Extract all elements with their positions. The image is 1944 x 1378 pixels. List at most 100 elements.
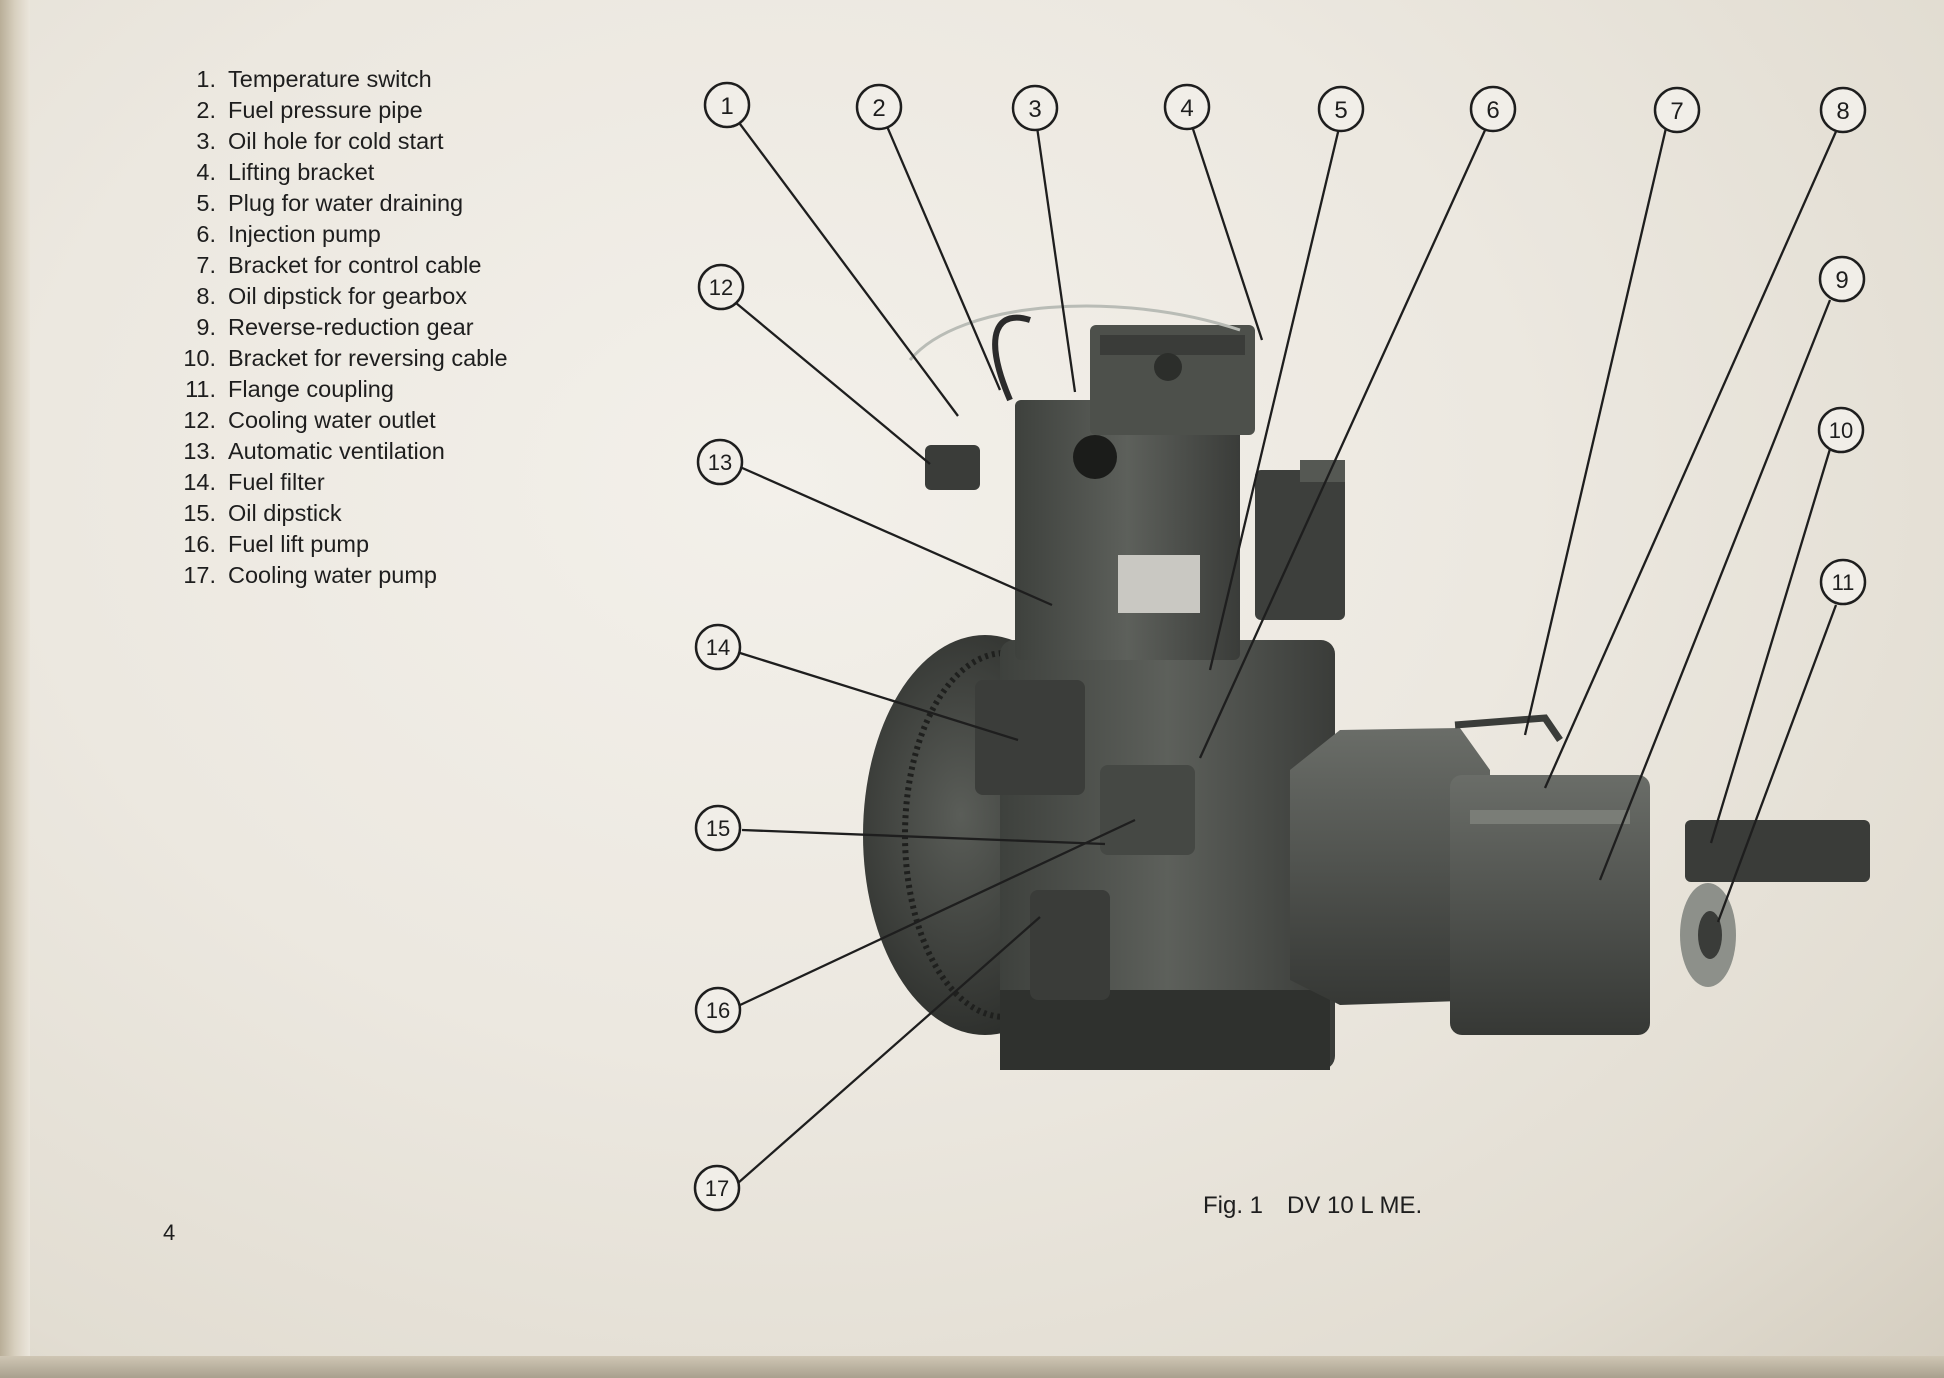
leader-line	[884, 123, 1002, 391]
legend-label: Oil hole for cold start	[228, 128, 444, 154]
legend-label: Cooling water pump	[228, 562, 437, 588]
fuel-lift-pump-body	[1100, 765, 1195, 855]
legend-number: 6.	[196, 221, 216, 247]
callout-3: 3	[1011, 84, 1059, 132]
callout-9: 9	[1818, 255, 1866, 303]
callout-10: 10	[1817, 406, 1865, 454]
callout-number: 3	[1028, 96, 1041, 123]
callout-number: 12	[709, 275, 733, 300]
legend-label: Automatic ventilation	[228, 438, 445, 464]
fuel-filter-body	[975, 680, 1085, 795]
callout-number: 1	[720, 93, 733, 120]
page-number: 4	[163, 1220, 176, 1245]
injection-pump-body	[1255, 470, 1345, 620]
legend-number: 13.	[183, 438, 216, 464]
leader-line	[1598, 299, 1832, 881]
legend-label: Temperature switch	[228, 66, 432, 92]
legend-number: 4.	[196, 159, 216, 185]
reverse-gear-housing	[1450, 775, 1650, 1035]
callout-15: 15	[694, 804, 742, 852]
legend-number: 5.	[196, 190, 216, 216]
water-pump-body	[1030, 890, 1110, 1000]
legend-number: 10.	[183, 345, 216, 371]
legend-number: 14.	[183, 469, 216, 495]
callout-13: 13	[696, 438, 744, 486]
head-bolt	[1154, 353, 1182, 381]
legend-label: Lifting bracket	[228, 159, 375, 185]
callout-number: 9	[1835, 267, 1848, 294]
figure-caption: Fig. 1 DV 10 L ME.	[1203, 1192, 1446, 1220]
callout-number: 6	[1486, 97, 1499, 124]
data-plate	[1118, 555, 1200, 613]
engine-illustration	[863, 304, 1870, 1070]
oil-sump	[1000, 990, 1330, 1070]
callout-12: 12	[697, 263, 745, 311]
callout-number: 15	[706, 816, 730, 841]
callout-7: 7	[1653, 86, 1701, 134]
callout-number: 10	[1829, 418, 1853, 443]
figure-model: DV 10 L ME.	[1287, 1192, 1423, 1219]
legend-label: Fuel pressure pipe	[228, 97, 423, 123]
callout-number: 11	[1832, 570, 1855, 595]
legend-number: 12.	[183, 407, 216, 433]
page-binding	[0, 0, 30, 1378]
legend-label: Injection pump	[228, 221, 381, 247]
inlet-opening	[1073, 435, 1117, 479]
legend-number: 17.	[183, 562, 216, 588]
callout-number: 17	[705, 1176, 729, 1201]
callout-17: 17	[693, 1164, 741, 1212]
leader-line	[741, 828, 1106, 846]
gearbox-adaptor	[1290, 728, 1490, 1005]
legend-number: 1.	[196, 66, 216, 92]
legend-number: 3.	[196, 128, 216, 154]
leader-line	[1543, 126, 1840, 789]
leader-line	[1198, 127, 1488, 759]
callout-number: 16	[706, 998, 730, 1023]
reversing-cable-bracket	[1685, 820, 1870, 882]
callout-number: 8	[1836, 98, 1849, 125]
callout-number: 5	[1334, 97, 1347, 124]
leader-line	[1208, 127, 1341, 671]
legend-label: Fuel filter	[228, 469, 325, 495]
callout-8: 8	[1819, 86, 1867, 134]
callout-11: 11	[1819, 558, 1867, 606]
legend-label: Flange coupling	[228, 376, 394, 402]
callout-6: 6	[1469, 85, 1517, 133]
legend-label: Cooling water outlet	[228, 407, 436, 433]
cylinder-block	[1015, 400, 1240, 660]
callout-number: 7	[1670, 98, 1683, 125]
leader-line	[735, 302, 931, 465]
callout-number: 14	[706, 635, 730, 660]
legend-number: 16.	[183, 531, 216, 557]
leader-line	[737, 818, 1136, 1008]
legend-number: 2.	[196, 97, 216, 123]
legend-label: Bracket for control cable	[228, 252, 482, 278]
leader-line	[737, 916, 1041, 1184]
callout-4: 4	[1163, 83, 1211, 131]
leader-line	[1190, 125, 1264, 341]
callout-number: 13	[708, 450, 732, 475]
control-bracket	[1300, 460, 1345, 482]
callout-1: 1	[703, 81, 751, 129]
figure-number: Fig. 1	[1203, 1192, 1264, 1219]
leader-line	[1716, 604, 1838, 923]
legend-label: Oil dipstick	[228, 500, 342, 526]
page-bottom-edge	[0, 1356, 1944, 1378]
legend-label: Oil dipstick for gearbox	[228, 283, 468, 309]
water-outlet-body	[925, 445, 980, 490]
fuel-return-pipe	[908, 304, 1241, 361]
legend-number: 7.	[196, 252, 216, 278]
callout-5: 5	[1317, 85, 1365, 133]
gear-rib	[1470, 810, 1630, 824]
fuel-pipe	[992, 314, 1031, 402]
leader-line	[1035, 126, 1077, 393]
leader-line	[1523, 127, 1668, 736]
leader-line	[739, 651, 1019, 742]
callout-14: 14	[694, 623, 742, 671]
leader-line	[1709, 448, 1832, 844]
legend-number: 11.	[185, 376, 216, 402]
flange-coupling-hub	[1698, 911, 1722, 959]
legend-label: Fuel lift pump	[228, 531, 370, 557]
